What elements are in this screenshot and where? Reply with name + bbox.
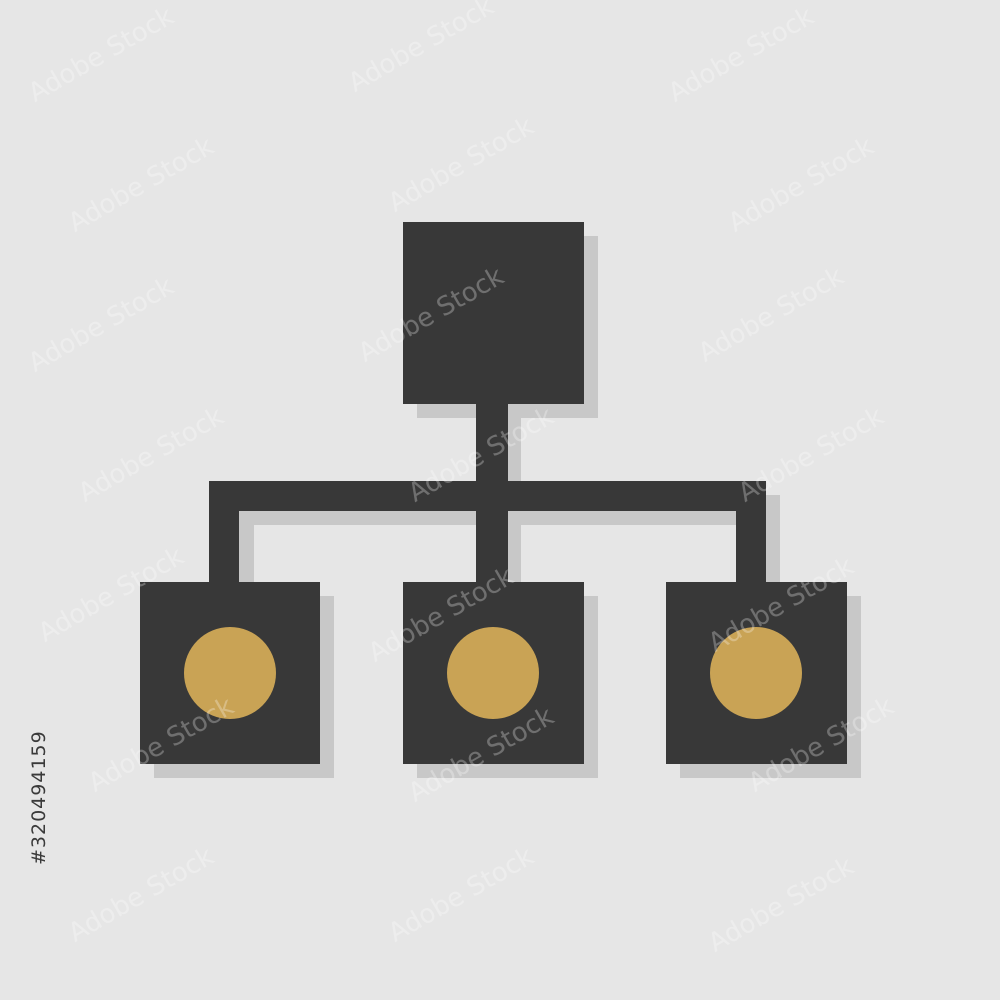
center-branch bbox=[476, 481, 508, 583]
stock-id-label: #320494159 bbox=[28, 730, 50, 865]
right-branch bbox=[736, 481, 766, 583]
vertical-trunk bbox=[476, 404, 508, 482]
top-node-box bbox=[403, 222, 584, 404]
left-branch bbox=[209, 481, 239, 583]
node-dots bbox=[184, 627, 802, 719]
left-node-dot bbox=[184, 627, 276, 719]
center-node-dot bbox=[447, 627, 539, 719]
right-node-dot bbox=[710, 627, 802, 719]
